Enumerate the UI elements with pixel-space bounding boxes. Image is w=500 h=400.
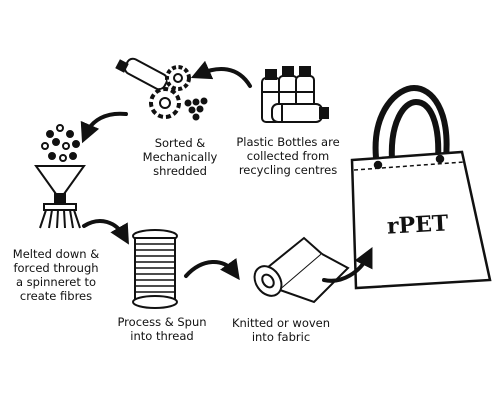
fabric-roll-icon (253, 236, 350, 304)
plastic-bottles-icon (261, 66, 329, 123)
arrow-spool-to-fabric (184, 258, 240, 281)
step-label-melted: Melted down & forced through a spinneret… (12, 247, 100, 303)
shredder-gears-icon (115, 57, 208, 121)
step-label-sorted: Sorted & Mechanically shredded (142, 136, 218, 178)
arrow-bottles-to-sorted (190, 60, 252, 88)
arrow-funnel-to-spool (82, 219, 129, 245)
step-label-process: Process & Spun into thread (117, 315, 207, 343)
tote-bag-icon: rPET (350, 84, 492, 290)
step-label-plastic-bottles: Plastic Bottles are collected from recyc… (236, 135, 340, 177)
arrow-sorted-to-funnel (80, 111, 128, 144)
funnel-spinneret-icon (34, 124, 86, 229)
thread-spool-icon (132, 229, 178, 309)
step-label-fabric: Knitted or woven into fabric (231, 316, 331, 344)
process-arrows (80, 60, 373, 283)
bag-label: rPET (386, 210, 449, 239)
arrow-fabric-to-bag (322, 247, 373, 283)
